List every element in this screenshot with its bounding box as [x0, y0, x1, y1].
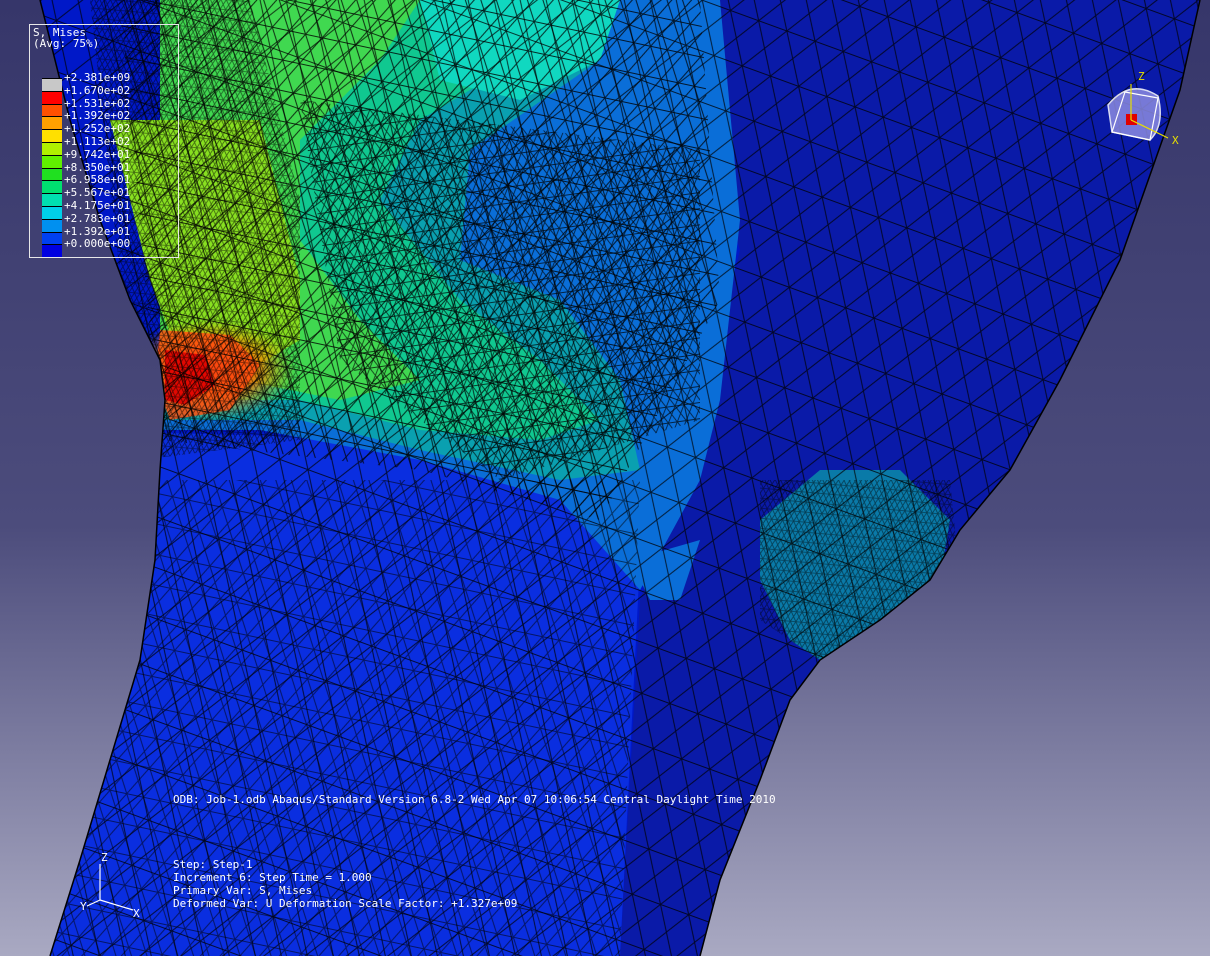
contour-legend: S, Mises (Avg: 75%) +2.381e+09+1.670e+02… [29, 24, 179, 258]
legend-swatch [42, 193, 62, 207]
legend-swatch [42, 206, 62, 219]
increment-label: Increment 6: Step Time = 1.000 [173, 871, 372, 884]
legend-swatch [42, 218, 62, 232]
step-label: Step: Step-1 [173, 858, 253, 871]
legend-swatch [42, 180, 62, 194]
legend-value: +1.531e+02 [64, 96, 131, 110]
legend-swatch [42, 142, 62, 155]
global-x-label: X [133, 907, 140, 920]
legend-swatch [42, 116, 62, 130]
primary-var-label: Primary Var: S, Mises [173, 884, 313, 897]
legend-value: +9.742e+01 [64, 147, 131, 161]
legend-value: +1.252e+02 [64, 122, 131, 136]
legend-value: +4.175e+01 [64, 199, 131, 212]
legend-value: +1.392e+02 [64, 109, 131, 123]
legend-swatch [42, 167, 62, 181]
legend-value: +2.783e+01 [64, 211, 131, 225]
global-z-label: Z [101, 851, 108, 864]
legend-swatch [42, 78, 62, 91]
legend-swatch [42, 231, 62, 245]
legend-swatch [42, 103, 62, 117]
legend-swatch [42, 154, 62, 168]
legend-value: +1.392e+01 [64, 224, 131, 238]
legend-averaging: (Avg: 75%) [33, 37, 100, 50]
odb-info-line: ODB: Job-1.odb Abaqus/Standard Version 6… [173, 793, 776, 806]
view-cube-triad[interactable] [1107, 84, 1169, 141]
view-triad-x-label: X [1172, 134, 1179, 147]
legend-title: S, Mises [33, 26, 86, 39]
legend-value: +8.350e+01 [64, 160, 131, 174]
legend-value: +1.670e+02 [64, 83, 131, 97]
legend-swatch [42, 244, 62, 258]
legend-swatch [42, 129, 62, 143]
legend-value: +2.381e+09 [64, 71, 131, 84]
legend-swatch [42, 90, 62, 104]
global-y-label: Y [80, 900, 87, 913]
legend-value: +6.958e+01 [64, 173, 131, 187]
legend-value: +0.000e+00 [64, 237, 131, 251]
global-axis-triad [86, 864, 134, 911]
view-triad-z-label: Z [1138, 70, 1145, 83]
deformed-var-label: Deformed Var: U Deformation Scale Factor… [173, 897, 518, 910]
legend-value: +1.113e+02 [64, 135, 131, 148]
legend-value: +5.567e+01 [64, 186, 131, 200]
